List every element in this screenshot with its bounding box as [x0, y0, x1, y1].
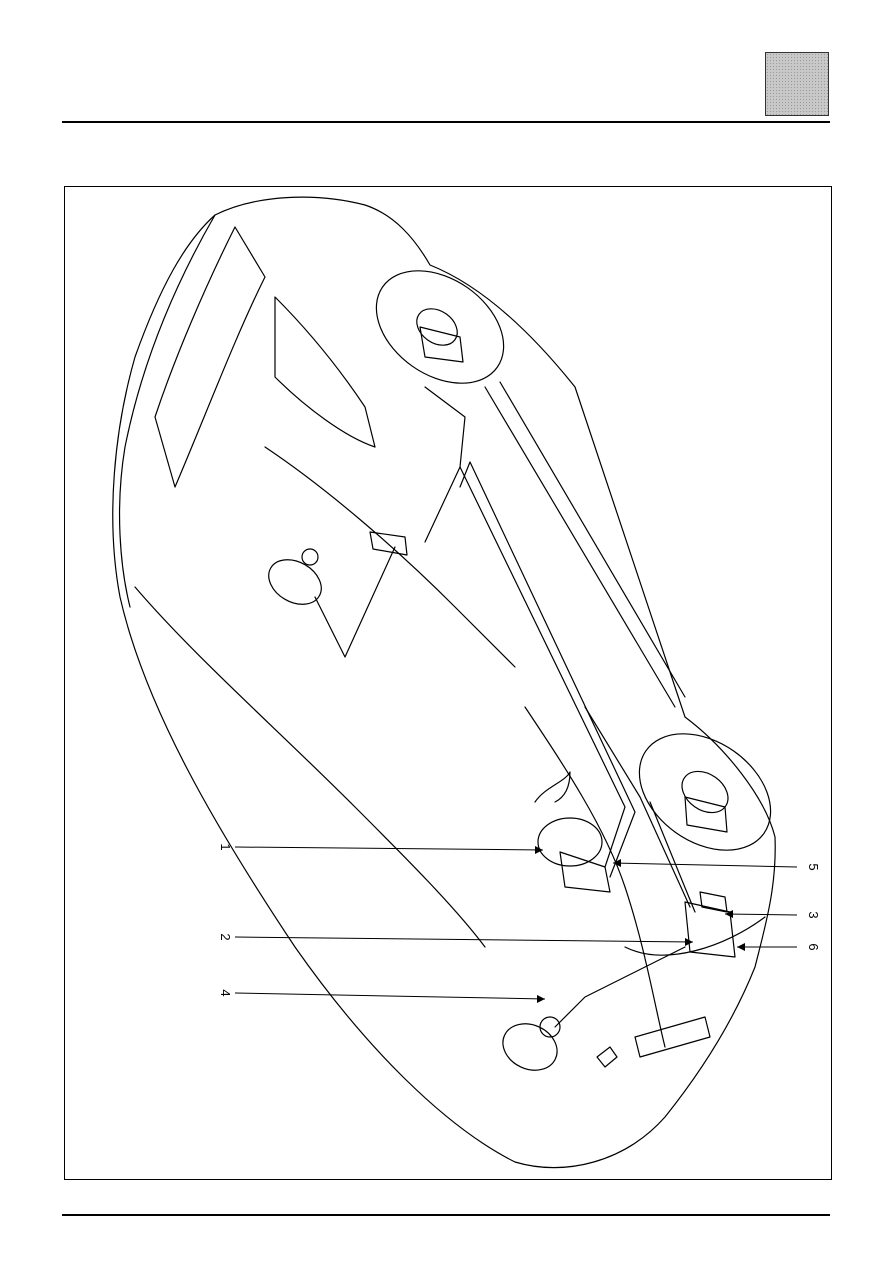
abs-unit-top	[699, 891, 728, 913]
header-rule	[62, 121, 830, 123]
rear-right-brake	[419, 326, 464, 363]
brake-pipe-3	[584, 706, 691, 908]
abs-hydraulic-unit	[684, 901, 736, 958]
arrowhead-5	[613, 859, 621, 867]
windscreen	[134, 586, 486, 948]
sill-line-lower	[499, 381, 686, 698]
door-line	[264, 446, 516, 668]
rear-wheel-hub	[416, 308, 458, 346]
leader-4	[234, 992, 546, 1000]
callout-label-5: 5	[806, 863, 821, 870]
vacuum-hose	[534, 771, 571, 803]
grille-badge	[596, 1046, 618, 1068]
brake-pipe-front-left	[554, 946, 686, 1028]
arrowhead-6	[737, 943, 745, 951]
callout-label-3: 3	[806, 911, 821, 918]
callout-label-2: 2	[218, 933, 233, 940]
leader-3	[724, 913, 798, 916]
rear-left-sensor	[301, 548, 319, 566]
master-cylinder	[559, 851, 611, 893]
side-window-front	[154, 226, 266, 488]
section-tab-marker	[765, 52, 829, 116]
bonnet-line	[524, 706, 666, 1048]
brake-pipe-rear-left	[314, 546, 396, 658]
headlamp	[634, 1016, 711, 1058]
front-wheel-hub	[681, 770, 729, 814]
rear-left-brake	[268, 559, 322, 605]
front-left-sensor	[539, 1016, 561, 1038]
brake-pipe-1	[424, 466, 626, 868]
footer-rule	[62, 1214, 830, 1216]
front-wheel	[638, 733, 772, 851]
leader-1	[234, 846, 544, 851]
front-bumper	[624, 916, 766, 956]
front-right-brake	[684, 796, 728, 833]
brake-pipe-2	[459, 461, 636, 878]
brake-pipe-4	[649, 801, 696, 913]
car-body-outline	[112, 196, 776, 1169]
diagram-frame: 1 2 4 5 3 6	[64, 186, 832, 1180]
callout-label-1: 1	[218, 843, 233, 850]
brake-pipe-rear-right	[424, 386, 466, 468]
load-sensing-valve	[369, 531, 408, 556]
leader-5	[612, 862, 798, 868]
front-left-brake	[502, 1023, 558, 1071]
arrowhead-4	[537, 995, 545, 1003]
callout-label-4: 4	[218, 989, 233, 996]
roof-line	[118, 214, 216, 608]
arrowhead-1	[535, 846, 543, 854]
leader-2	[234, 936, 694, 943]
rear-wheel	[375, 270, 505, 384]
side-window-rear	[274, 296, 376, 448]
brake-system-diagram: 1 2 4 5 3 6	[112, 196, 821, 1169]
arrowhead-2	[685, 938, 693, 946]
sill-line	[484, 386, 676, 708]
brake-servo	[537, 817, 603, 867]
callout-label-6: 6	[806, 943, 821, 950]
arrowhead-3	[725, 910, 733, 918]
